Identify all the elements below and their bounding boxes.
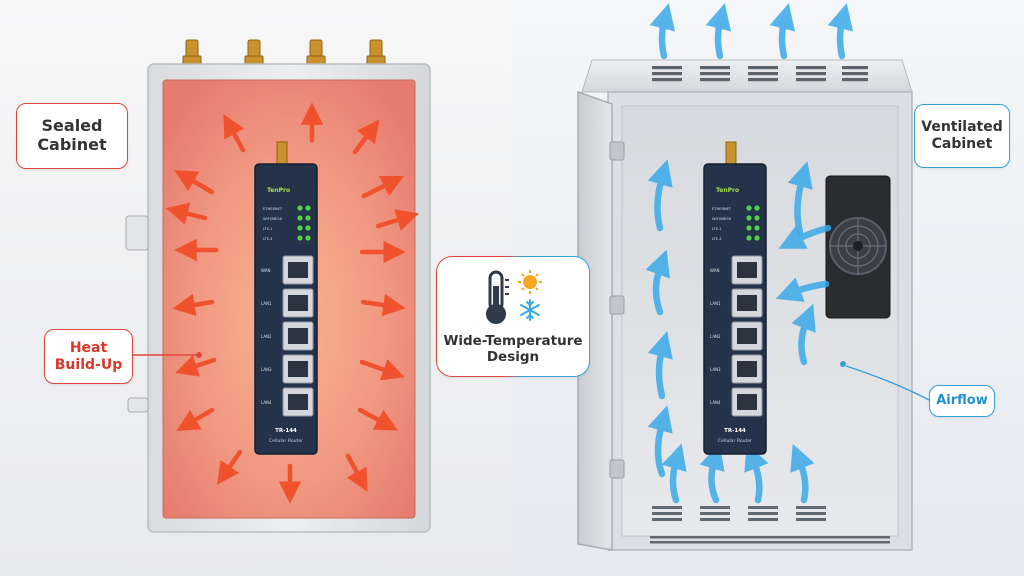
bottom-vent-slots — [650, 506, 890, 544]
port-label: LAN4 — [710, 400, 721, 405]
hinge-upper — [125, 215, 149, 251]
led-label: LTE-4 — [263, 237, 273, 241]
airflow-arrow — [647, 405, 673, 478]
airflow-arrow — [790, 443, 815, 504]
airflow-arrow — [791, 303, 816, 366]
heat-arrow — [223, 114, 246, 153]
port-label: LAN1 — [710, 301, 721, 306]
led-label: ETHERNET — [712, 207, 732, 211]
router-left: TenPro ETHERNET WIFI/MESH LTE-1 LTE-4 WA… — [254, 141, 318, 455]
open-door — [577, 90, 613, 551]
router-antenna — [725, 141, 737, 167]
wide-temperature-callout: Wide-Temperature Design — [436, 256, 590, 377]
router-status-leds: ETHERNET WIFI/MESH LTE-1 LTE-4 — [263, 205, 311, 241]
led-label: ETHERNET — [263, 207, 283, 211]
router-brand: TenPro — [716, 187, 739, 194]
heat-arrow — [165, 202, 208, 225]
router-ports: WAN LAN1 LAN2 LAN3 LAN4 — [261, 255, 314, 417]
led-label: LTE-4 — [712, 237, 722, 241]
antenna-connectors — [182, 39, 386, 65]
top-vent-slots — [652, 66, 868, 82]
cabinet-top — [581, 59, 913, 93]
temperature-icons — [486, 269, 542, 324]
airflow-arrow — [661, 443, 687, 504]
thermometer-icon — [486, 270, 509, 324]
router-model: TR-144 — [275, 428, 297, 434]
router-subtitle: Cellular Router — [718, 438, 752, 444]
cooling-fan — [825, 175, 891, 319]
heat-arrow — [361, 175, 405, 199]
port-label: LAN1 — [261, 301, 272, 306]
port-label: LAN2 — [710, 334, 721, 339]
heat-arrow — [360, 293, 406, 317]
heat-arrow — [174, 170, 215, 195]
snowflake-icon — [520, 298, 540, 321]
sun-icon — [518, 269, 542, 294]
airflow-arrow — [645, 249, 670, 316]
led-label: LTE-1 — [712, 227, 722, 231]
port-label: LAN2 — [261, 334, 272, 339]
heat-arrow — [172, 293, 215, 316]
router-antenna — [276, 141, 288, 167]
airflow-arrow — [649, 3, 676, 60]
port-label: WAN — [710, 268, 719, 273]
door-hinges — [609, 141, 625, 479]
heat-arrows — [165, 102, 420, 504]
led-label: WIFI/MESH — [712, 217, 732, 221]
port-label: LAN3 — [710, 367, 721, 372]
heat-build-up-label: Heat Build-Up — [44, 329, 133, 384]
port-label: LAN3 — [261, 367, 272, 372]
airflow-arrow — [778, 224, 832, 249]
hinge-lower — [127, 397, 149, 413]
airflow-label: Airflow — [929, 385, 995, 417]
airflow-leader — [840, 361, 930, 401]
router-ports: WAN LAN1 LAN2 LAN3 LAN4 — [710, 255, 763, 417]
port-label: LAN4 — [261, 400, 272, 405]
heat-arrow — [357, 407, 398, 431]
airflow-arrow — [647, 331, 673, 400]
router-subtitle: Cellular Router — [269, 438, 303, 444]
led-label: WIFI/MESH — [263, 217, 283, 221]
port-label: WAN — [261, 268, 270, 273]
ventilated-cabinet-label: Ventilated Cabinet — [914, 104, 1010, 168]
heat-leader — [131, 352, 202, 358]
airflow-arrows — [645, 3, 854, 504]
router-right: TenPro ETHERNET WIFI/MESH LTE-1 LTE-4 WA… — [703, 141, 767, 455]
airflow-arrow — [827, 3, 854, 60]
heat-arrow — [375, 209, 420, 231]
airflow-arrow — [647, 159, 673, 232]
heat-arrow — [352, 119, 380, 155]
heat-arrow — [176, 407, 215, 432]
heat-arrow — [359, 359, 405, 381]
sealed-cabinet-label: Sealed Cabinet — [16, 103, 128, 169]
router-status-leds: ETHERNET WIFI/MESH LTE-1 LTE-4 — [712, 205, 760, 241]
heat-arrow — [345, 453, 368, 492]
router-model: TR-144 — [724, 428, 746, 434]
wide-temperature-label: Wide-Temperature Design — [443, 332, 583, 365]
router-brand: TenPro — [267, 187, 290, 194]
airflow-arrow — [705, 3, 732, 60]
airflow-arrow — [769, 3, 796, 60]
airflow-arrow — [775, 277, 830, 302]
heat-arrow — [175, 355, 217, 377]
led-label: LTE-1 — [263, 227, 273, 231]
airflow-arrow — [744, 443, 769, 504]
heat-arrow — [216, 449, 243, 485]
airflow-arrow — [699, 443, 725, 504]
